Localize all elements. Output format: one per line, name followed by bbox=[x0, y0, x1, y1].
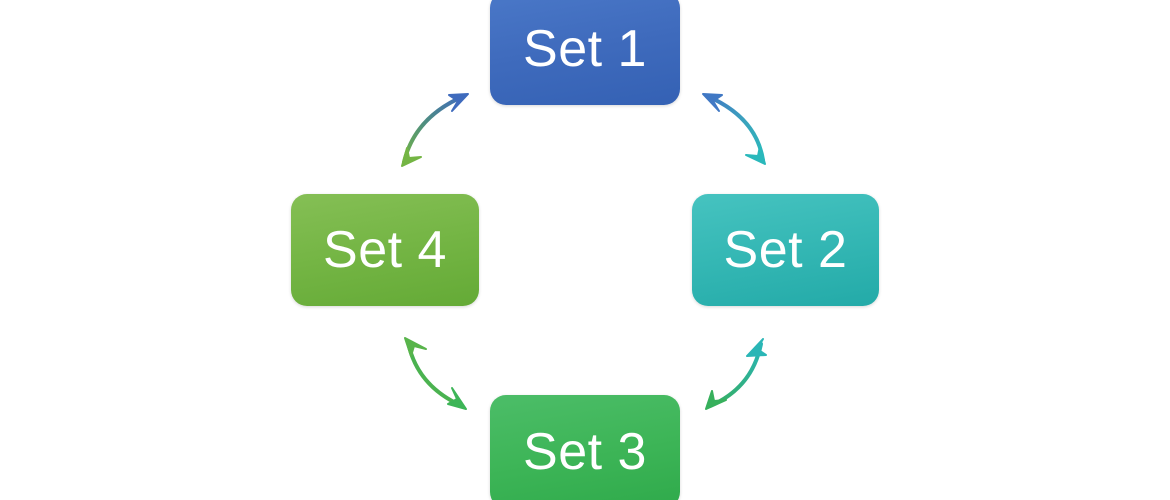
connector-set-3-to-set-4 bbox=[404, 337, 467, 410]
connector-set-1-to-set-2 bbox=[702, 93, 766, 165]
node-set-1[interactable]: Set 1 bbox=[490, 0, 680, 105]
node-set-2[interactable]: Set 2 bbox=[692, 194, 879, 306]
connector-set-2-to-set-3 bbox=[705, 338, 767, 410]
node-set-2-label: Set 2 bbox=[723, 221, 848, 279]
node-set-1-label: Set 1 bbox=[523, 19, 647, 78]
node-set-4[interactable]: Set 4 bbox=[291, 194, 479, 306]
connector-set-4-to-set-1 bbox=[401, 93, 469, 167]
node-set-3-label: Set 3 bbox=[523, 422, 647, 481]
node-set-3[interactable]: Set 3 bbox=[490, 395, 680, 500]
node-set-4-label: Set 4 bbox=[323, 221, 447, 279]
